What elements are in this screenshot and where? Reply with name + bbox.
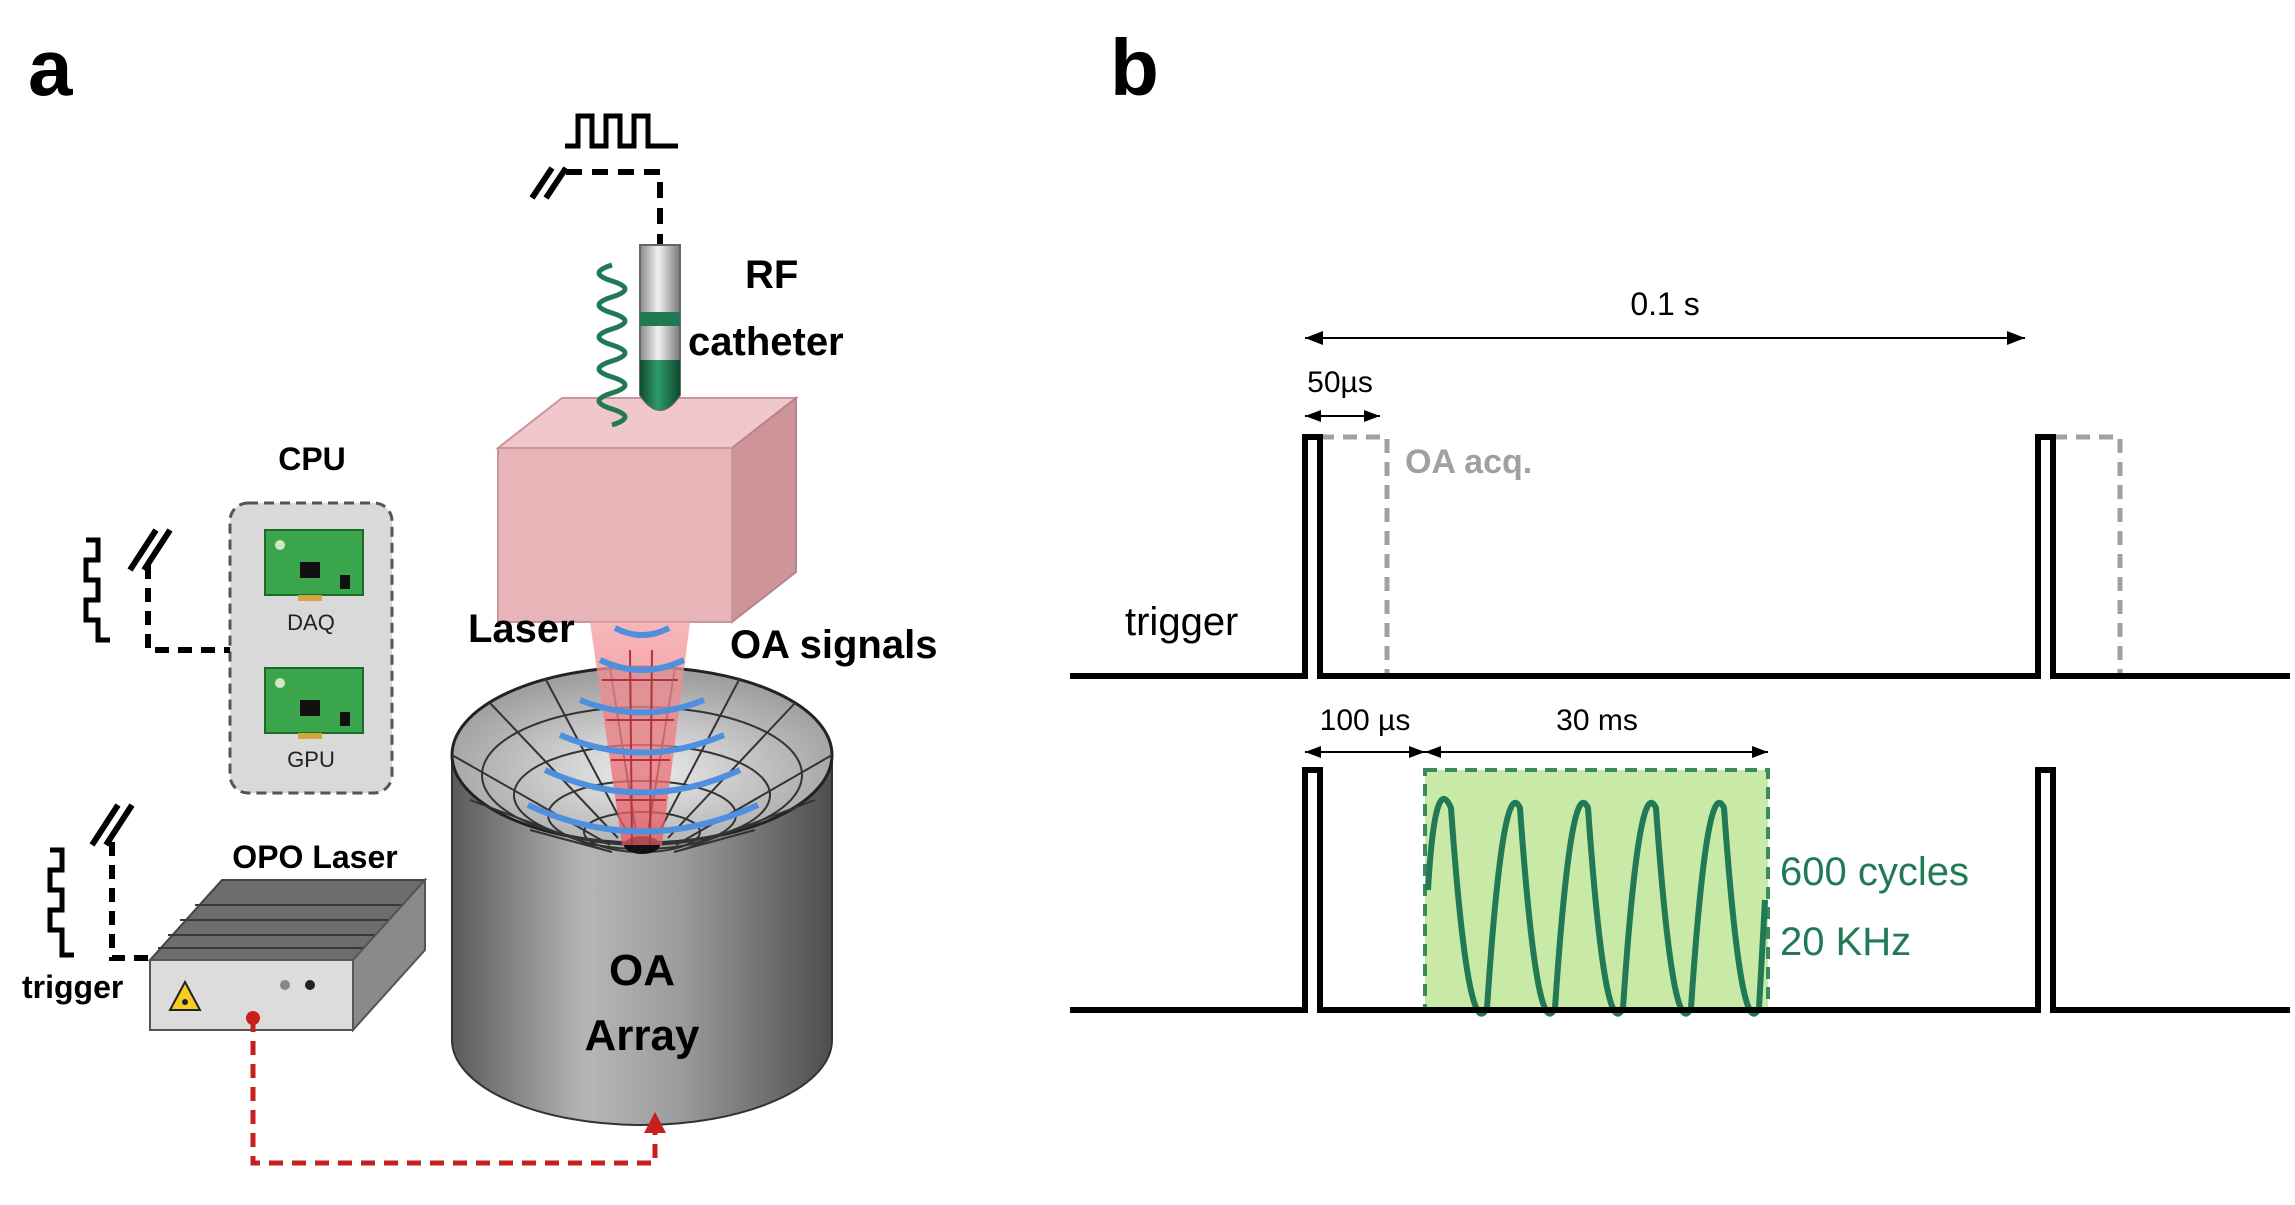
cpu-unit: CPU DAQ GPU [83, 441, 394, 795]
opo-trigger-label: trigger [22, 969, 123, 1005]
rf-wave-icon [596, 262, 628, 428]
oa-signal-waves [526, 625, 760, 835]
pulse-width-label: 50µs [1307, 366, 1373, 399]
rf-trigger-trace [1070, 767, 2290, 1013]
opo-laser-label: OPO Laser [232, 839, 397, 875]
trigger-trace [1070, 434, 2290, 679]
period-label: 0.1 s [1630, 286, 1699, 322]
period-annotation: 0.1 s [1305, 286, 2025, 345]
trigger-trace-label: trigger [1125, 600, 1238, 644]
laser-sync-link [250, 1018, 658, 1166]
cycles-label: 600 cycles [1780, 850, 1969, 894]
burst-annotation: 30 ms [1425, 704, 1768, 758]
catheter-trigger-signal [529, 113, 678, 248]
gpu-label: GPU [287, 747, 335, 772]
oa-array-label-line2: Array [585, 1011, 700, 1060]
delay-label: 100 µs [1320, 704, 1411, 737]
rf-label: RF [745, 253, 798, 297]
laser-label: Laser [468, 607, 575, 651]
catheter-cable [566, 169, 663, 248]
cable-break-icon [127, 528, 159, 572]
delay-annotation: 100 µs [1305, 704, 1425, 758]
panel-a-label: a [28, 23, 73, 112]
daq-square-wave-icon [83, 537, 110, 643]
square-wave-icon [565, 113, 678, 149]
laser-warning-icon [168, 979, 202, 1011]
catheter-tip [640, 360, 680, 410]
panel-b: b 0.1 s 50µs OA acq. trigger [1070, 23, 2290, 1017]
catheter-label: catheter [688, 320, 844, 364]
opo-laser: OPO Laser trigger [22, 803, 666, 1166]
cable-break-icon [89, 803, 121, 847]
vent-grid [158, 904, 405, 949]
arrow-up-icon [644, 1112, 666, 1133]
panel-a: a RF catheter [22, 23, 937, 1166]
laser-trigger-cable [109, 842, 150, 961]
oa-array-label-line1: OA [609, 946, 675, 995]
oa-signals-label: OA signals [730, 623, 937, 667]
oa-acq-label: OA acq. [1405, 443, 1532, 481]
gpu-card-icon [264, 667, 364, 739]
daq-cable [145, 565, 230, 653]
daq-card-icon [264, 529, 364, 601]
rf-catheter: RF catheter [596, 244, 844, 428]
frequency-label: 20 KHz [1780, 920, 1911, 964]
laser-square-wave-icon [47, 847, 74, 958]
burst-label: 30 ms [1556, 704, 1638, 737]
cpu-label: CPU [278, 441, 346, 477]
cable-break-icon [529, 166, 555, 200]
tissue-block [495, 395, 799, 625]
daq-label: DAQ [287, 610, 335, 635]
panel-b-label: b [1110, 23, 1159, 112]
pulse-width-annotation: 50µs [1305, 366, 1380, 422]
